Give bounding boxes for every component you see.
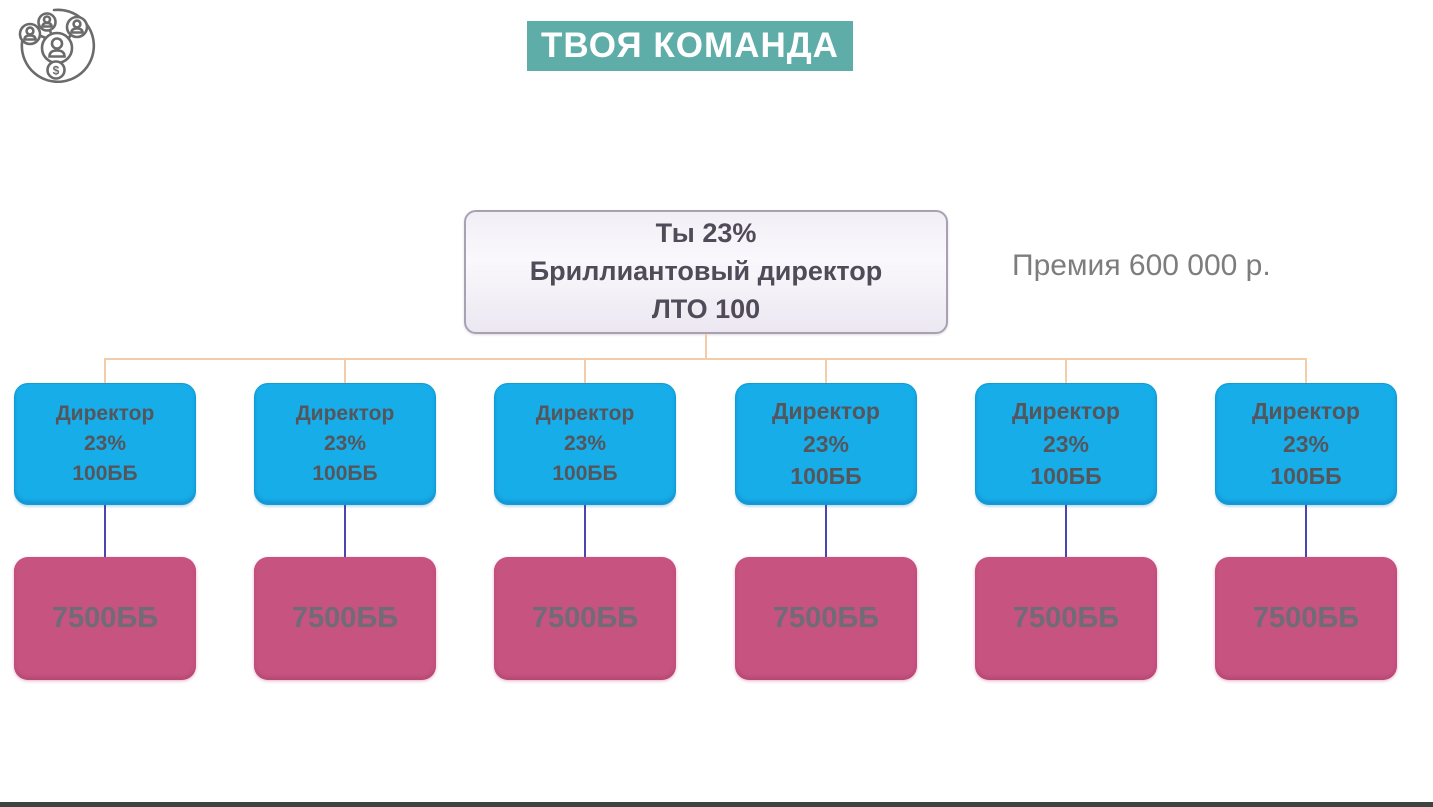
volume-value: 7500ББ <box>772 602 880 634</box>
footer-bar <box>0 802 1433 807</box>
director-volume: 100ББ <box>790 463 862 490</box>
sub-connector-3 <box>584 505 586 557</box>
volume-value: 7500ББ <box>51 602 159 634</box>
director-volume: 100ББ <box>72 461 138 485</box>
sub-connector-5 <box>1065 505 1067 557</box>
volume-node-6: 7500ББ <box>1215 557 1397 680</box>
director-node-4: Директор 23% 100ББ <box>735 383 917 505</box>
director-volume: 100ББ <box>1270 463 1342 490</box>
dollar-sign: $ <box>53 64 60 78</box>
right-person-body <box>70 27 84 34</box>
director-percent: 23% <box>1042 430 1090 457</box>
volume-value: 7500ББ <box>531 602 639 634</box>
dollar-circle <box>46 60 66 80</box>
volume-node-1: 7500ББ <box>14 557 196 680</box>
top-person-body <box>41 21 53 28</box>
root-rank-percent: Ты 23% <box>655 218 757 249</box>
left-person-body <box>23 34 37 41</box>
root-rank-title: Бриллиантовый директор <box>529 256 883 287</box>
director-node-5: Директор 23% 100ББ <box>975 383 1157 505</box>
volume-value: 7500ББ <box>1012 602 1120 634</box>
director-role: Директор <box>55 402 155 426</box>
drop-connector-2 <box>344 359 346 385</box>
director-role: Директор <box>295 402 395 426</box>
horizontal-connector <box>104 358 1307 360</box>
volume-node-2: 7500ББ <box>254 557 436 680</box>
drop-connector-6 <box>1305 359 1307 385</box>
director-node-6: Директор 23% 100ББ <box>1215 383 1397 505</box>
director-node-1: Директор 23% 100ББ <box>14 383 196 505</box>
center-person-body <box>48 49 66 58</box>
volume-value: 7500ББ <box>291 602 399 634</box>
sub-connector-6 <box>1305 505 1307 557</box>
slide-title: ТВОЯ КОМАНДА <box>527 21 853 71</box>
director-percent: 23% <box>1282 430 1330 457</box>
root-node: Ты 23% Бриллиантовый директор ЛТО 100 <box>464 210 948 334</box>
director-node-2: Директор 23% 100ББ <box>254 383 436 505</box>
sub-connector-4 <box>825 505 827 557</box>
director-percent: 23% <box>83 432 127 456</box>
volume-value: 7500ББ <box>1252 602 1360 634</box>
director-percent: 23% <box>802 430 850 457</box>
director-percent: 23% <box>323 432 367 456</box>
sub-connector-2 <box>344 505 346 557</box>
director-role: Директор <box>1012 398 1120 425</box>
root-stem-connector <box>705 334 707 359</box>
director-volume: 100ББ <box>1030 463 1102 490</box>
center-person-head <box>50 37 64 50</box>
volume-node-5: 7500ББ <box>975 557 1157 680</box>
director-role: Директор <box>535 402 635 426</box>
director-node-3: Директор 23% 100ББ <box>494 383 676 505</box>
volume-node-4: 7500ББ <box>735 557 917 680</box>
director-role: Директор <box>772 398 880 425</box>
premium-label: Премия 600 000 р. <box>1012 249 1271 282</box>
director-role: Директор <box>1252 398 1360 425</box>
sub-connector-1 <box>104 505 106 557</box>
drop-connector-4 <box>825 359 827 385</box>
drop-connector-5 <box>1065 359 1067 385</box>
team-network-dollar-icon: $ <box>18 8 96 83</box>
root-lto: ЛТО 100 <box>651 293 761 324</box>
director-volume: 100ББ <box>552 461 618 485</box>
drop-connector-1 <box>104 359 106 385</box>
director-percent: 23% <box>563 432 607 456</box>
drop-connector-3 <box>584 359 586 385</box>
volume-node-3: 7500ББ <box>494 557 676 680</box>
director-volume: 100ББ <box>312 461 378 485</box>
